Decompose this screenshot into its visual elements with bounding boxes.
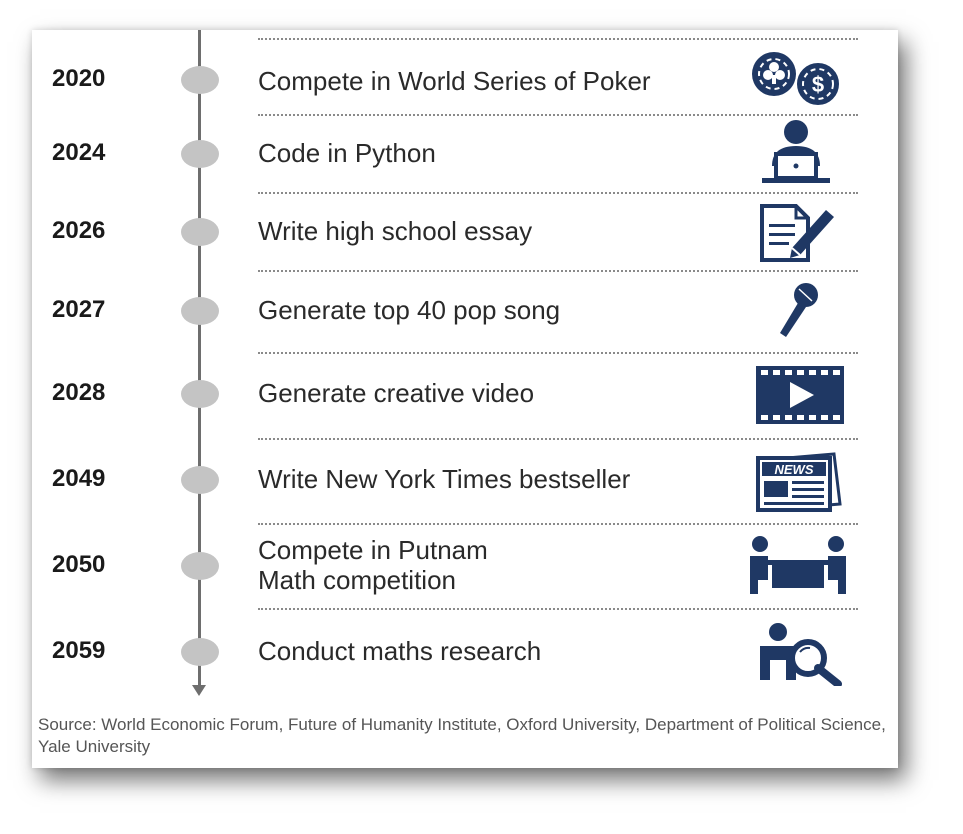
coder-laptop-icon bbox=[758, 118, 834, 188]
timeline-dot bbox=[181, 297, 219, 325]
timeline-label: Compete in Putnam Math competition bbox=[258, 535, 738, 595]
row-separator bbox=[258, 38, 858, 40]
timeline-year: 2059 bbox=[52, 637, 106, 664]
timeline-year: 2028 bbox=[52, 379, 106, 406]
timeline-dot bbox=[181, 466, 219, 494]
timeline-year: 2026 bbox=[52, 217, 106, 244]
row-separator bbox=[258, 352, 858, 354]
video-film-icon bbox=[754, 364, 846, 426]
timeline-dot bbox=[181, 552, 219, 580]
row-separator bbox=[258, 192, 858, 194]
timeline-label: Write New York Times bestseller bbox=[258, 464, 631, 494]
timeline-label: Compete in World Series of Poker bbox=[258, 66, 651, 96]
newspaper-text: NEWS bbox=[775, 462, 814, 477]
source-note: Source: World Economic Forum, Future of … bbox=[38, 715, 886, 756]
timeline-axis bbox=[198, 30, 201, 685]
row-separator bbox=[258, 608, 858, 610]
timeline-year: 2050 bbox=[52, 551, 106, 578]
timeline-arrow-icon bbox=[192, 685, 206, 696]
meeting-table-icon bbox=[748, 536, 848, 596]
timeline-dot bbox=[181, 218, 219, 246]
timeline-year: 2020 bbox=[52, 65, 106, 92]
row-separator bbox=[258, 114, 858, 116]
timeline-year: 2024 bbox=[52, 139, 106, 166]
timeline-label: Code in Python bbox=[258, 138, 436, 168]
microphone-icon bbox=[772, 281, 822, 341]
timeline-label: Generate top 40 pop song bbox=[258, 295, 561, 325]
timeline-label-line: Math competition bbox=[258, 565, 456, 595]
timeline-dot bbox=[181, 638, 219, 666]
poker-chips-icon: $ bbox=[744, 50, 850, 108]
timeline-dot bbox=[181, 66, 219, 94]
row-separator bbox=[258, 270, 858, 272]
timeline-year: 2027 bbox=[52, 296, 106, 323]
timeline-label: Conduct maths research bbox=[258, 636, 542, 666]
newspaper-icon: NEWS bbox=[754, 450, 844, 514]
timeline-label-line: Compete in Putnam bbox=[258, 535, 488, 565]
row-separator bbox=[258, 523, 858, 525]
timeline-card: 2020 Compete in World Series of Poker $ … bbox=[32, 30, 898, 768]
svg-text:$: $ bbox=[812, 72, 824, 97]
document-pencil-icon bbox=[756, 202, 840, 264]
timeline-label: Generate creative video bbox=[258, 378, 535, 408]
timeline-year: 2049 bbox=[52, 465, 106, 492]
timeline-label: Write high school essay bbox=[258, 216, 533, 246]
timeline-dot bbox=[181, 140, 219, 168]
researcher-magnifier-icon bbox=[756, 622, 846, 686]
timeline-dot bbox=[181, 380, 219, 408]
row-separator bbox=[258, 438, 858, 440]
